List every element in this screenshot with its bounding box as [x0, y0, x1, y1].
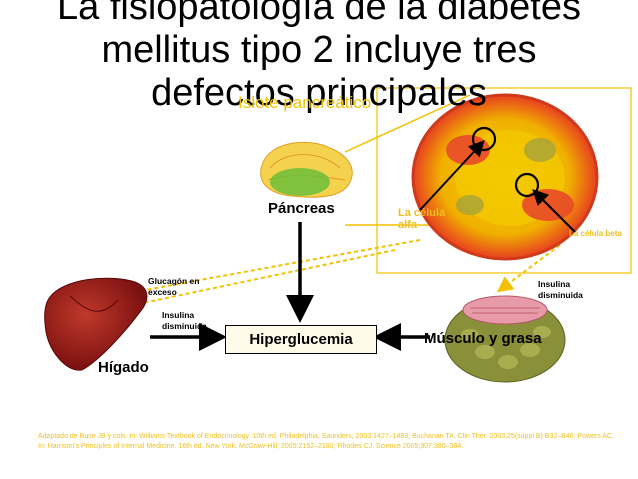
- pancreas-icon: [260, 141, 353, 198]
- alpha-cell-label-line-1: La célula: [398, 207, 446, 219]
- insulin-muscle-label-line-1: Insulina: [538, 279, 571, 289]
- glucagon-label: Glucagón en exceso: [148, 276, 199, 298]
- insulin-liver-arrow: [96, 249, 396, 318]
- alpha-cell-label-line-2: alfa: [398, 219, 417, 231]
- glucagon-label-line-1: Glucagón en: [148, 276, 200, 286]
- hyperglycemia-box: Hiperglucemia: [225, 325, 377, 354]
- alpha-pointer-arrow: [419, 140, 485, 211]
- beta-cell-circle: [514, 172, 540, 198]
- liver-icon: [44, 277, 148, 371]
- beta-pointer-arrow: [532, 189, 576, 233]
- muscle-fat-label: Músculo y grasa: [424, 330, 542, 347]
- liver-label: Hígado: [98, 359, 149, 376]
- insulin-liver-label-line-1: Insulina: [162, 310, 195, 320]
- slide-title: La fisiopatología de la diabetes mellitu…: [0, 0, 638, 115]
- reference-citation: Adaptado de Buse JB y cols. In: Williams…: [38, 433, 615, 450]
- islet-frame: [376, 87, 632, 274]
- beta-cell-label: La célula beta: [569, 229, 622, 238]
- glucagon-label-line-2: exceso: [148, 287, 177, 297]
- insulin-liver-label-line-2: disminuida: [162, 321, 207, 331]
- pancreas-label: Páncreas: [268, 200, 335, 217]
- title-line-2: mellitus tipo 2 incluye tres: [101, 29, 537, 71]
- muscle-fat-icon: [444, 295, 566, 383]
- insulin-muscle-label-line-2: disminuida: [538, 290, 583, 300]
- islet-caption: Islote pancreático: [238, 93, 372, 112]
- title-line-3: defectos principales: [151, 72, 487, 114]
- insulin-muscle-arrow: [496, 244, 561, 293]
- insulin-muscle-label: Insulina disminuida: [538, 279, 583, 301]
- title-line-1: La fisiopatología de la diabetes: [57, 0, 581, 28]
- insulin-liver-label: Insulina disminuida: [162, 310, 207, 332]
- pancreas-islet-line: [344, 94, 471, 153]
- alpha-cell-label: La célula alfa: [398, 207, 445, 231]
